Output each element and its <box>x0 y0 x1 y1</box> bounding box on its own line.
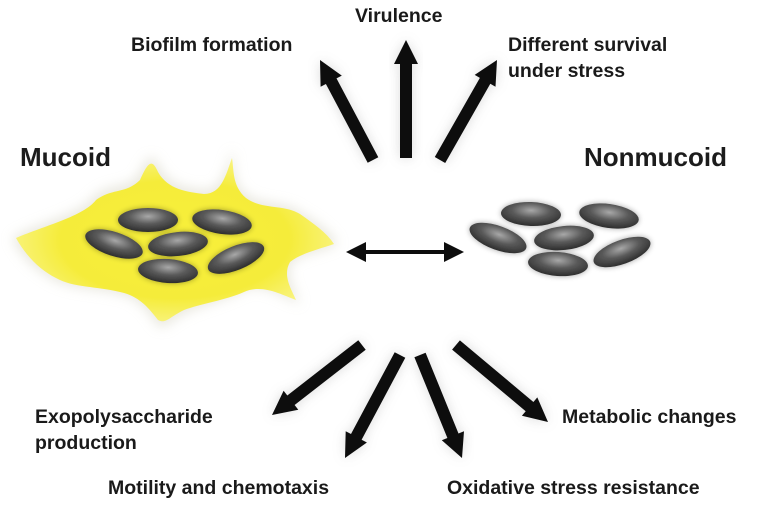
mucoid-title: Mucoid <box>20 142 111 172</box>
bacterium-cell <box>593 236 651 268</box>
bacterium-cell <box>148 231 208 257</box>
label-line: production <box>35 432 137 454</box>
bacterium-cell <box>85 229 143 259</box>
mucoid-cells <box>85 208 265 284</box>
arrow-to-exo <box>272 340 366 415</box>
label-virulence: Virulence <box>355 5 443 27</box>
label-exopolysaccharide-production: Exopolysaccharide production <box>35 404 213 456</box>
bacterium-cell <box>118 208 178 232</box>
bacterium-cell <box>138 258 198 284</box>
label-oxidative-stress: Oxidative stress resistance <box>447 477 700 499</box>
bacterium-cell <box>534 225 594 251</box>
bacterium-cell <box>579 203 639 229</box>
bacterium-cell <box>469 222 527 254</box>
bacterium-cell <box>207 242 265 274</box>
label-metabolic-changes: Metabolic changes <box>562 406 737 428</box>
effect-arrows <box>272 40 548 458</box>
switch-double-arrow <box>346 242 464 262</box>
label-line: Exopolysaccharide <box>35 406 213 428</box>
label-different-survival: Different survival under stress <box>508 32 667 84</box>
nonmucoid-cells <box>469 201 651 277</box>
arrow-to-survival <box>434 60 497 163</box>
arrow-to-biofilm <box>320 60 379 163</box>
bacterium-cell <box>528 251 588 277</box>
label-line: Different survival <box>508 34 668 56</box>
bacterium-cell <box>192 209 252 235</box>
label-biofilm-formation: Biofilm formation <box>131 34 293 56</box>
arrow-to-oxidative <box>414 352 464 458</box>
arrow-to-motility <box>345 352 406 458</box>
label-line: under stress <box>508 60 626 82</box>
bacterium-cell <box>501 201 561 227</box>
nonmucoid-title: Nonmucoid <box>584 142 727 172</box>
arrow-to-metabolic <box>452 340 548 422</box>
label-motility-chemotaxis: Motility and chemotaxis <box>108 477 330 499</box>
arrow-to-virulence <box>394 40 418 158</box>
